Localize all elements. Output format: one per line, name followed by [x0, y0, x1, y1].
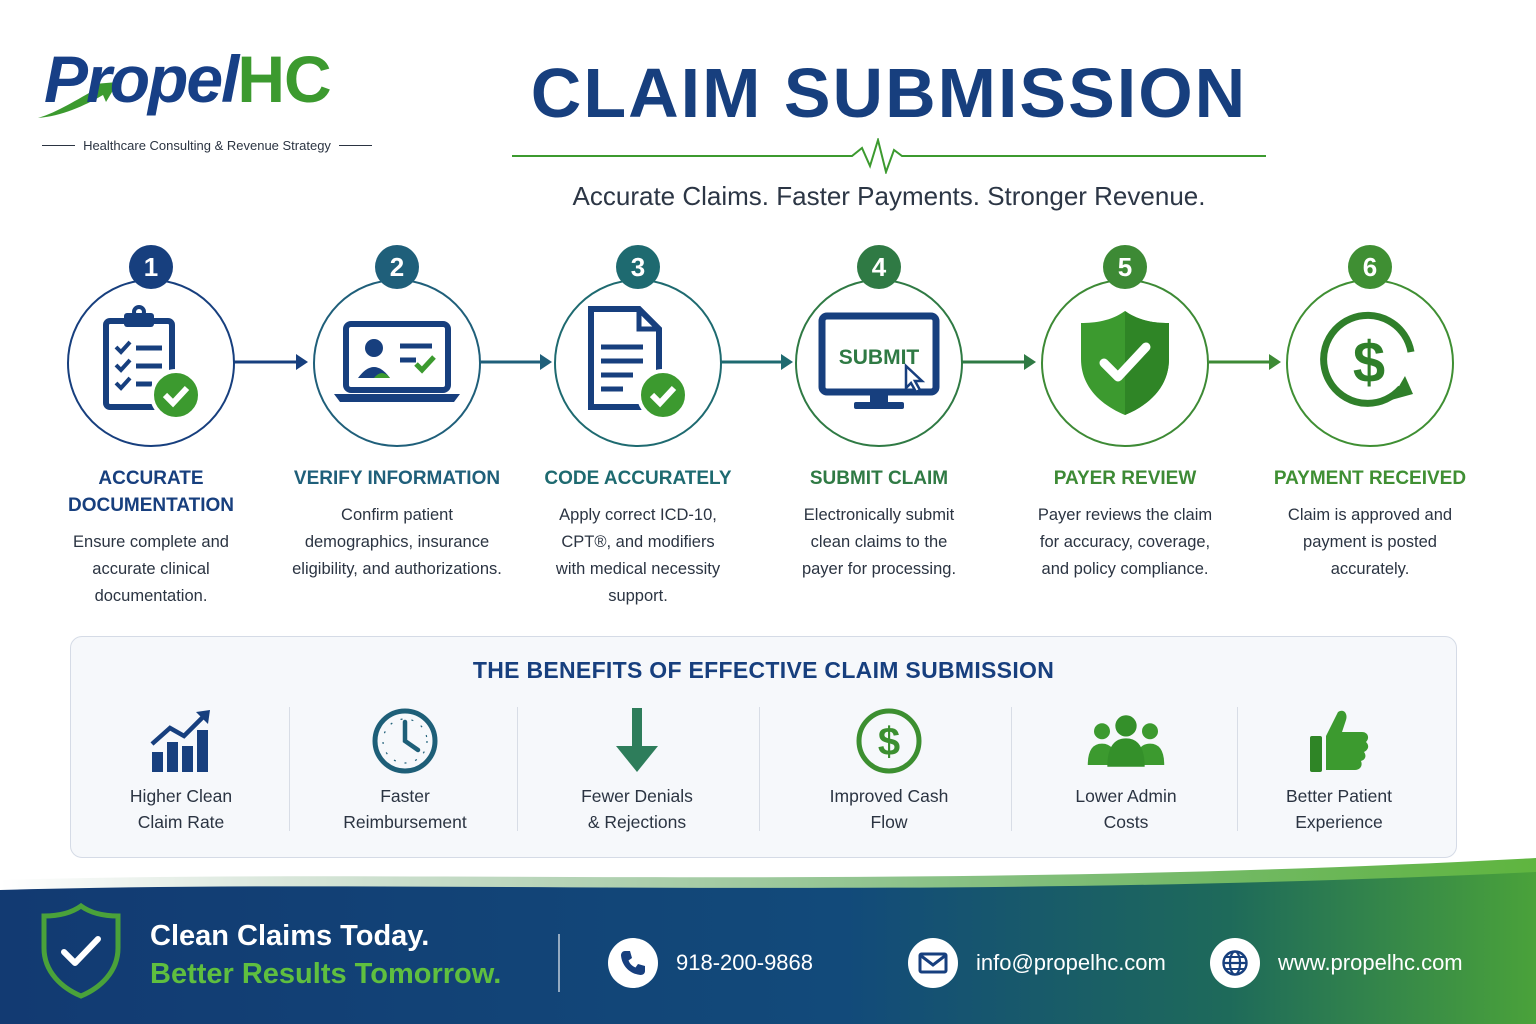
down-arrow-icon [616, 708, 658, 772]
footer-shield-icon [41, 902, 121, 999]
svg-text:$: $ [878, 720, 900, 764]
benefit-divider [289, 707, 290, 831]
benefit-faster-reimbursement: Faster Reimbursement [305, 703, 505, 843]
tagline-rule-left [42, 145, 76, 146]
step-description: Electronically submit clean claims to th… [801, 506, 957, 578]
benefit-label: Higher Clean Claim Rate [129, 786, 233, 832]
step-title: SUBMIT CLAIM [809, 468, 949, 489]
step-title: PAYER REVIEW [1053, 468, 1197, 489]
step-number: 2 [375, 245, 419, 289]
step-title: CODE ACCURATELY [544, 468, 732, 489]
brand-name-part1: Propel [44, 42, 239, 116]
dollar-icon: $ [856, 708, 922, 774]
footer-slogan-line1: Clean Claims Today. [150, 920, 430, 952]
page-subtitle: Accurate Claims. Faster Payments. Strong… [572, 181, 1206, 211]
benefit-label: Faster Reimbursement [343, 786, 467, 832]
benefit-label: Fewer Denials & Rejections [581, 786, 693, 832]
step-title: PAYMENT RECEIVED [1273, 468, 1467, 489]
step-payment-received: 6 $ PAYMENT RECEIVED Claim is approved a… [1250, 245, 1490, 615]
step-description: Payer reviews the claim for accuracy, co… [1037, 506, 1213, 578]
brand-logo: PropelHC Healthcare Consulting & Revenue… [36, 42, 376, 162]
benefit-divider [759, 707, 760, 831]
page-title: CLAIM SUBMISSION [530, 54, 1248, 132]
step-description: Claim is approved and payment is posted … [1287, 506, 1453, 578]
step-number: 4 [857, 245, 901, 289]
step-number: 1 [129, 245, 173, 289]
tagline-rule-right [338, 145, 372, 146]
brand-tagline: Healthcare Consulting & Revenue Strategy [83, 138, 331, 153]
logo-swoosh-icon [38, 82, 118, 118]
brand-wordmark: PropelHC [44, 46, 332, 112]
benefit-divider [1011, 707, 1012, 831]
benefit-better-patient-experience: Better Patient Experience [1239, 703, 1439, 843]
footer-website-text[interactable]: www.propelhc.com [1278, 950, 1463, 975]
step-description: Confirm patient demographics, insurance … [292, 506, 502, 578]
footer-banner: Clean Claims Today. Better Results Tomor… [0, 858, 1536, 1024]
document-check-icon [588, 306, 689, 421]
monitor-submit-icon: SUBMIT [818, 312, 940, 409]
people-icon [1087, 715, 1165, 767]
benefit-improved-cash-flow: $ Improved Cash Flow [789, 703, 989, 843]
heartbeat-divider-icon [512, 138, 1266, 174]
thumbs-up-icon [1310, 710, 1369, 772]
benefit-fewer-denials: Fewer Denials & Rejections [537, 703, 737, 843]
flow-arrow-icon [1209, 354, 1281, 370]
step-number: 5 [1103, 245, 1147, 289]
benefits-panel: THE BENEFITS OF EFFECTIVE CLAIM SUBMISSI… [70, 636, 1457, 858]
flow-arrow-icon [480, 354, 552, 370]
footer-divider [558, 934, 560, 992]
step-code-accurately: 3 CODE ACCURATELY Apply correct ICD-10, … [518, 245, 758, 615]
flow-arrow-icon [234, 354, 308, 370]
benefit-divider [1237, 707, 1238, 831]
step-number: 6 [1348, 245, 1392, 289]
shield-check-icon [1081, 311, 1169, 415]
svg-text:$: $ [1353, 330, 1385, 395]
step-payer-review: 5 PAYER REVIEW Payer reviews the claim f… [1005, 245, 1245, 615]
clipboard-check-icon [103, 305, 202, 421]
clock-icon [372, 708, 438, 774]
email-icon [908, 938, 958, 988]
step-icon-ring [313, 279, 481, 447]
footer-website[interactable]: www.propelhc.com [1210, 938, 1463, 988]
footer-phone[interactable]: 918-200-9868 [608, 938, 813, 988]
step-submit-claim: 4 SUBMIT SUBMIT CLAIM Electronically sub… [759, 245, 999, 615]
step-icon-ring: $ [1286, 279, 1454, 447]
step-icon-ring [1041, 279, 1209, 447]
brand-tagline-row: Healthcare Consulting & Revenue Strategy [42, 138, 372, 153]
growth-chart-icon [150, 710, 210, 772]
step-verify-information: 2 VERIFY INFORMATION Confirm patient dem… [277, 245, 517, 615]
footer-email[interactable]: info@propelhc.com [908, 938, 1166, 988]
step-icon-ring: SUBMIT [795, 279, 963, 447]
footer-email-text[interactable]: info@propelhc.com [976, 950, 1166, 975]
step-icon-ring [67, 279, 235, 447]
step-title: ACCURATE DOCUMENTATION [67, 468, 235, 516]
step-description: Apply correct ICD-10, CPT®, and modifier… [555, 506, 721, 605]
phone-icon [608, 938, 658, 988]
laptop-verify-icon [334, 321, 460, 402]
step-icon-ring [554, 279, 722, 447]
benefit-higher-clean-claim-rate: Higher Clean Claim Rate [91, 703, 271, 843]
benefit-divider [517, 707, 518, 831]
flow-arrow-icon [962, 354, 1036, 370]
submit-screen-label: SUBMIT [839, 346, 920, 369]
benefit-label: Lower Admin Costs [1075, 786, 1177, 832]
step-title: VERIFY INFORMATION [293, 468, 501, 489]
benefit-lower-admin-costs: Lower Admin Costs [1026, 703, 1226, 843]
benefits-title: THE BENEFITS OF EFFECTIVE CLAIM SUBMISSI… [472, 657, 1055, 683]
footer-background [0, 858, 1536, 1024]
step-accurate-documentation: 1 ACCURATE DOCUMENTATION Ensure complete… [31, 245, 271, 615]
benefit-label: Improved Cash Flow [829, 786, 949, 832]
footer-phone-text[interactable]: 918-200-9868 [676, 950, 814, 975]
footer-slogan-line2: Better Results Tomorrow. [150, 958, 502, 990]
dollar-cycle-icon: $ [1320, 311, 1415, 407]
brand-name-part2: HC [237, 42, 331, 116]
flow-arrow-icon [721, 354, 793, 370]
step-number: 3 [616, 245, 660, 289]
benefit-label: Better Patient Experience [1285, 786, 1393, 832]
step-description: Ensure complete and accurate clinical do… [73, 533, 229, 605]
globe-icon [1210, 938, 1260, 988]
